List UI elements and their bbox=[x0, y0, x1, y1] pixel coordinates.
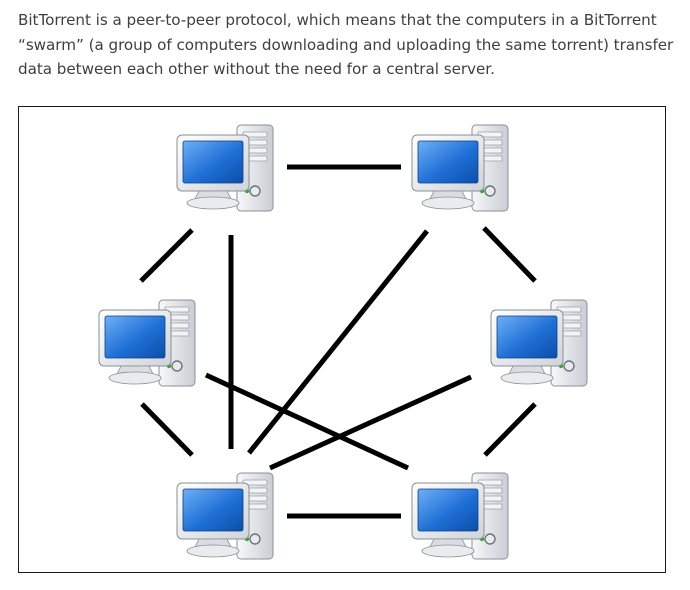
link-topright-bottomleft bbox=[247, 229, 429, 455]
swarm-diagram-canvas bbox=[98, 124, 588, 560]
intro-paragraph: BitTorrent is a peer-to-peer protocol, w… bbox=[18, 11, 674, 78]
link-topleft-midleft bbox=[139, 228, 194, 283]
link-midleft-bottomleft bbox=[140, 402, 194, 457]
computer-icon bbox=[176, 124, 274, 212]
swarm-diagram bbox=[18, 106, 666, 573]
link-topright-midright bbox=[482, 226, 537, 283]
computer-icon bbox=[490, 299, 588, 387]
link-midleft-bottomright bbox=[204, 372, 410, 471]
link-midright-bottomright bbox=[483, 402, 537, 457]
computer-icon bbox=[411, 124, 509, 212]
link-midright-bottomleft bbox=[268, 374, 473, 471]
computer-icon bbox=[98, 299, 196, 387]
computer-icon bbox=[411, 472, 509, 560]
computer-icon bbox=[176, 472, 274, 560]
